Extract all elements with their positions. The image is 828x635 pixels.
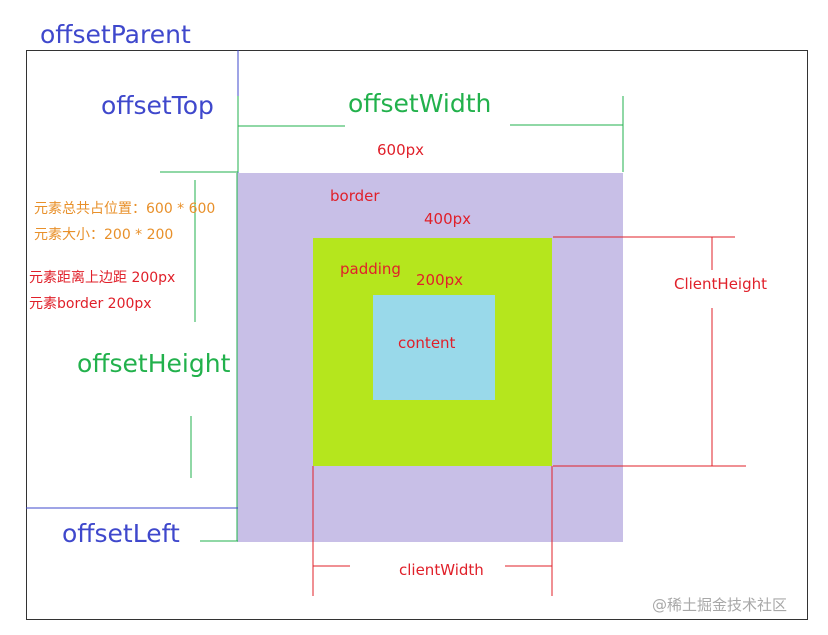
note-total-position: 元素总共占位置：600 * 600 — [34, 201, 216, 217]
offset-left-label: offsetLeft — [62, 519, 180, 548]
watermark: @稀土掘金技术社区 — [652, 596, 788, 614]
offset-height-label: offsetHeight — [77, 349, 231, 378]
width-200-label: 200px — [416, 271, 464, 289]
note-element-size: 元素大小：200 * 200 — [34, 227, 174, 243]
padding-label: padding — [340, 260, 401, 278]
width-600-label: 600px — [377, 141, 425, 159]
offset-width-label: offsetWidth — [348, 89, 492, 118]
note-distance-top: 元素距离上边距 200px — [29, 270, 176, 286]
border-label: border — [330, 187, 380, 205]
offset-parent-frame — [26, 50, 808, 620]
offset-top-label: offsetTop — [101, 91, 214, 120]
note-element-border: 元素border 200px — [29, 296, 152, 312]
content-box — [373, 295, 495, 400]
client-height-label: ClientHeight — [674, 275, 768, 293]
width-400-label: 400px — [424, 210, 472, 228]
offset-parent-label: offsetParent — [40, 20, 191, 49]
content-label: content — [398, 334, 456, 352]
client-width-label: clientWidth — [399, 561, 484, 579]
